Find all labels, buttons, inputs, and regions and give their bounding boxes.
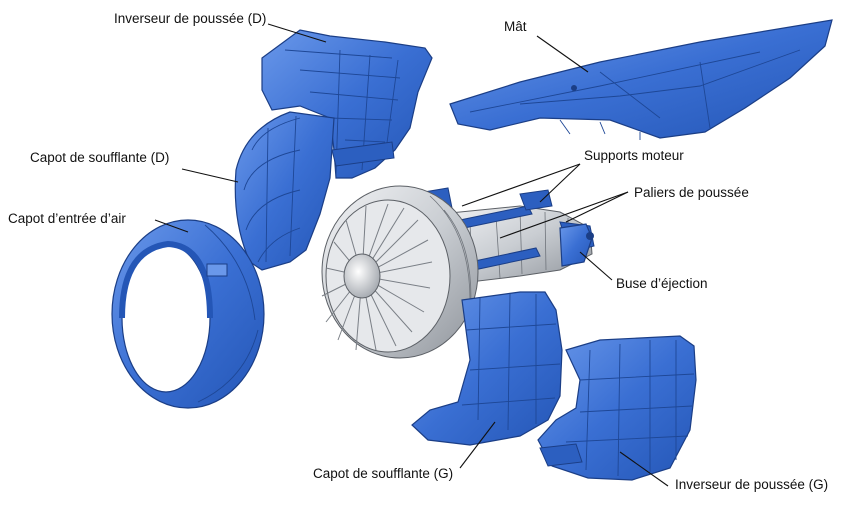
fan-cowl-right-part bbox=[234, 111, 335, 271]
inlet-cowl-part bbox=[111, 219, 265, 409]
fan-case-part bbox=[321, 185, 479, 359]
leader-capot-soufflante-g bbox=[459, 421, 496, 469]
fan-cowl-left-part bbox=[411, 291, 563, 446]
labels: Inverseur de poussée (D) Mât Capot de so… bbox=[8, 11, 828, 492]
label-paliers-poussee: Paliers de poussée bbox=[634, 185, 749, 200]
thrust-reverser-left-part bbox=[537, 335, 697, 481]
label-supports-moteur: Supports moteur bbox=[584, 148, 684, 163]
label-inverseur-d: Inverseur de poussée (D) bbox=[114, 11, 266, 26]
leader-capot-entree-air bbox=[154, 219, 189, 233]
leader-supports-moteur-1 bbox=[461, 163, 581, 207]
leader-supports-moteur-2 bbox=[539, 163, 581, 203]
label-buse-ejection: Buse d’éjection bbox=[616, 276, 708, 291]
label-mat: Mât bbox=[504, 19, 527, 34]
leader-mat bbox=[536, 35, 589, 73]
label-capot-soufflante-g: Capot de soufflante (G) bbox=[313, 466, 453, 481]
leader-inverseur-g bbox=[619, 451, 669, 487]
leader-buse-ejection bbox=[579, 251, 613, 281]
leader-paliers-1 bbox=[499, 191, 629, 239]
label-capot-entree-air: Capot d’entrée d’air bbox=[8, 211, 126, 226]
label-capot-soufflante-d: Capot de soufflante (D) bbox=[30, 150, 169, 165]
leader-paliers-2 bbox=[565, 191, 629, 223]
leader-capot-soufflante-d bbox=[181, 168, 239, 183]
leader-inverseur-d bbox=[267, 23, 327, 43]
thrust-reverser-right-part bbox=[261, 29, 433, 179]
leader-lines bbox=[154, 23, 669, 487]
label-inverseur-g: Inverseur de poussée (G) bbox=[675, 477, 828, 492]
pylon-part bbox=[449, 19, 833, 140]
